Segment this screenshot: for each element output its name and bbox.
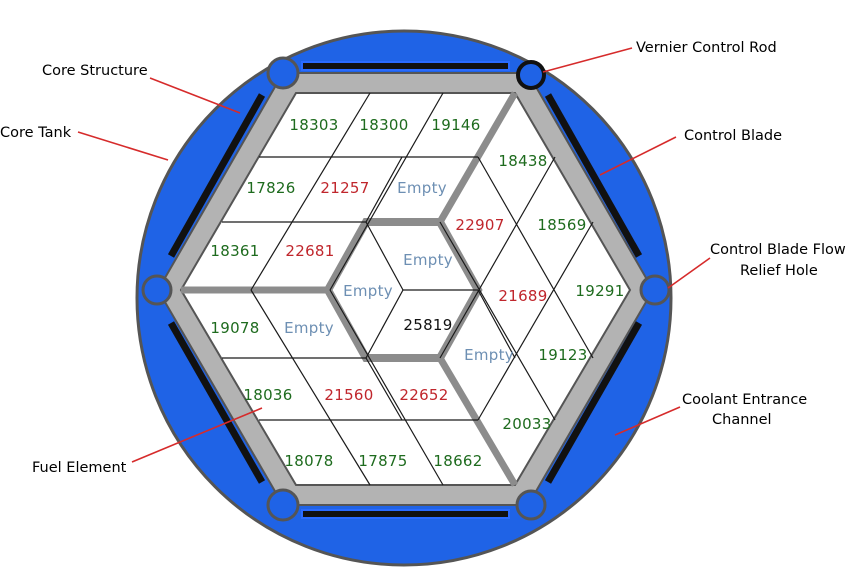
control-blades bbox=[167, 61, 643, 519]
control-blade-flow-label: Control Blade Flow bbox=[710, 242, 846, 258]
fuel-cell-label: 20033 bbox=[502, 415, 551, 433]
fuel-cell-label: 19078 bbox=[210, 319, 259, 337]
vernier-control-rod bbox=[516, 60, 546, 90]
coolant-entrance-leader bbox=[614, 406, 681, 436]
coolant-channel-label: Channel bbox=[712, 412, 772, 428]
fuel-grid bbox=[222, 92, 594, 486]
flow-relief-hole bbox=[266, 488, 300, 522]
fuel-cell-label: 18036 bbox=[243, 386, 292, 404]
fuel-cell-label: 17875 bbox=[358, 452, 407, 470]
control-blade bbox=[301, 509, 510, 519]
fuel-cell-label: 17826 bbox=[246, 179, 295, 197]
leader-lines bbox=[77, 47, 711, 463]
fuel-cell-label: 25819 bbox=[403, 316, 452, 334]
fuel-cell-label: Empty bbox=[464, 346, 514, 364]
control-blade bbox=[167, 321, 266, 484]
fuel-cell-label: 19146 bbox=[431, 116, 480, 134]
core-structure-leader bbox=[149, 77, 241, 114]
fuel-cell-label: 21689 bbox=[498, 287, 547, 305]
fuel-cell-label: 21257 bbox=[320, 179, 369, 197]
fuel-cell-label: 19123 bbox=[538, 346, 587, 364]
fuel-element-leader bbox=[131, 407, 263, 463]
core-tank-label: Core Tank bbox=[0, 125, 72, 141]
fuel-cell-label: 22681 bbox=[285, 242, 334, 260]
fuel-cell-label: 18361 bbox=[210, 242, 259, 260]
fuel-cell-label: 18662 bbox=[433, 452, 482, 470]
vernier-control-rod-leader bbox=[542, 47, 633, 73]
callouts: Core Structure Core Tank Vernier Control… bbox=[0, 40, 846, 476]
fuel-cell-label: Empty bbox=[284, 319, 334, 337]
relief-hole-label: Relief Hole bbox=[740, 263, 818, 279]
fuel-cell-label: Empty bbox=[343, 282, 393, 300]
fuel-labels: 18303 18300 19146 17826 21257 Empty 1836… bbox=[210, 116, 624, 470]
fuel-cell-label: 18078 bbox=[284, 452, 333, 470]
fuel-cell-label: 18303 bbox=[289, 116, 338, 134]
fuel-cell-label: 18569 bbox=[537, 216, 586, 234]
core-tank-leader bbox=[77, 131, 169, 161]
core-structure-label: Core Structure bbox=[42, 63, 148, 79]
vernier-control-rod-label: Vernier Control Rod bbox=[636, 40, 777, 56]
fuel-cell-label: 18300 bbox=[359, 116, 408, 134]
fuel-cell-label: 22907 bbox=[455, 216, 504, 234]
fuel-cell-label: Empty bbox=[397, 179, 447, 197]
control-blade bbox=[301, 61, 510, 71]
fuel-cell-label: Empty bbox=[403, 251, 453, 269]
fuel-cell-label: 18438 bbox=[498, 152, 547, 170]
flow-relief-hole bbox=[266, 56, 300, 90]
control-blade-leader bbox=[599, 136, 677, 176]
control-blade-label: Control Blade bbox=[684, 128, 782, 144]
fuel-cell-label: 19291 bbox=[575, 282, 624, 300]
corner-posts bbox=[141, 56, 671, 522]
fuel-cell-label: 21560 bbox=[324, 386, 373, 404]
control-blade bbox=[167, 93, 266, 258]
fuel-cell-label: 22652 bbox=[399, 386, 448, 404]
coolant-entrance-label: Coolant Entrance bbox=[682, 392, 807, 408]
control-blade bbox=[544, 321, 643, 484]
flow-relief-hole bbox=[515, 489, 547, 521]
flow-relief-hole bbox=[141, 274, 173, 306]
flow-relief-hole bbox=[639, 274, 671, 306]
control-blade bbox=[544, 93, 643, 258]
control-blade-flow-leader bbox=[667, 257, 711, 289]
fuel-element-label: Fuel Element bbox=[32, 460, 127, 476]
